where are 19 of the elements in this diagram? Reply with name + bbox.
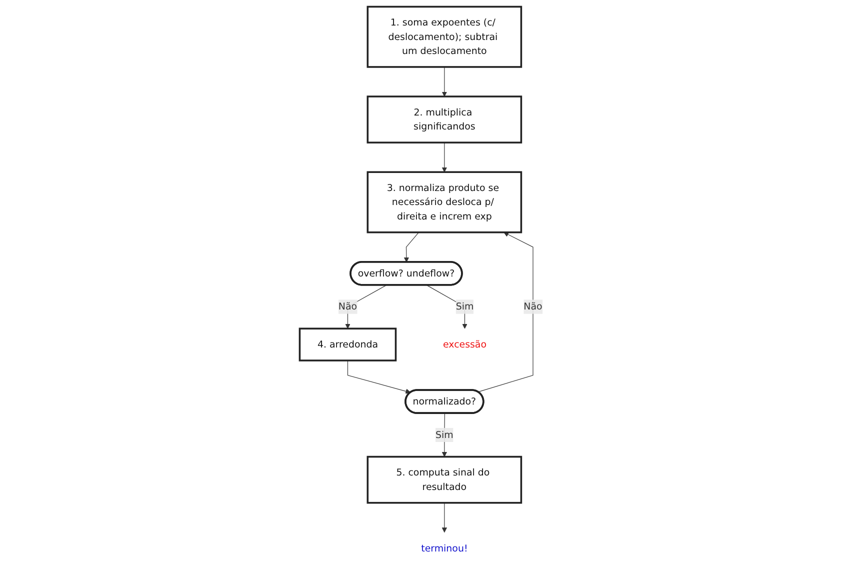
arrow — [442, 502, 447, 533]
edge-label: Sim — [456, 300, 474, 312]
edge-label: Não — [338, 300, 358, 312]
edge-label: Sim — [435, 429, 454, 440]
node-text: excessão — [442, 338, 486, 350]
node-box: 5. computa sinal do resultado — [366, 456, 522, 504]
node-box: 2. multiplica significandos — [366, 96, 522, 144]
node-box: 1. soma expoentes (c/ deslocamento); subtrai um deslocamento — [366, 6, 522, 68]
node-box: 4. arredonda — [298, 328, 397, 362]
arrow — [347, 360, 411, 394]
arrow — [404, 232, 420, 262]
node-box: 3. normaliza produto se necessário desloca p/ direita e increm exp — [366, 171, 522, 234]
arrow — [442, 66, 447, 97]
edge-label: Não — [524, 300, 542, 312]
arrow — [442, 413, 447, 457]
arrow — [426, 284, 468, 329]
arrow — [478, 232, 534, 392]
arrow — [442, 142, 447, 172]
node-text: terminou! — [421, 542, 468, 554]
